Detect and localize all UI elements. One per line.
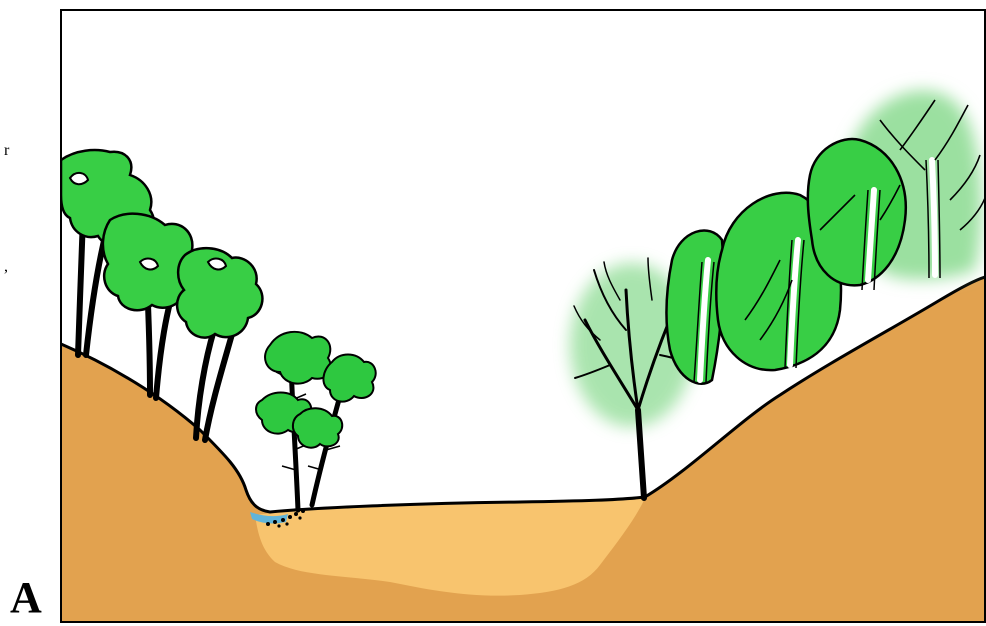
valley-cross-section-diagram — [0, 0, 986, 626]
